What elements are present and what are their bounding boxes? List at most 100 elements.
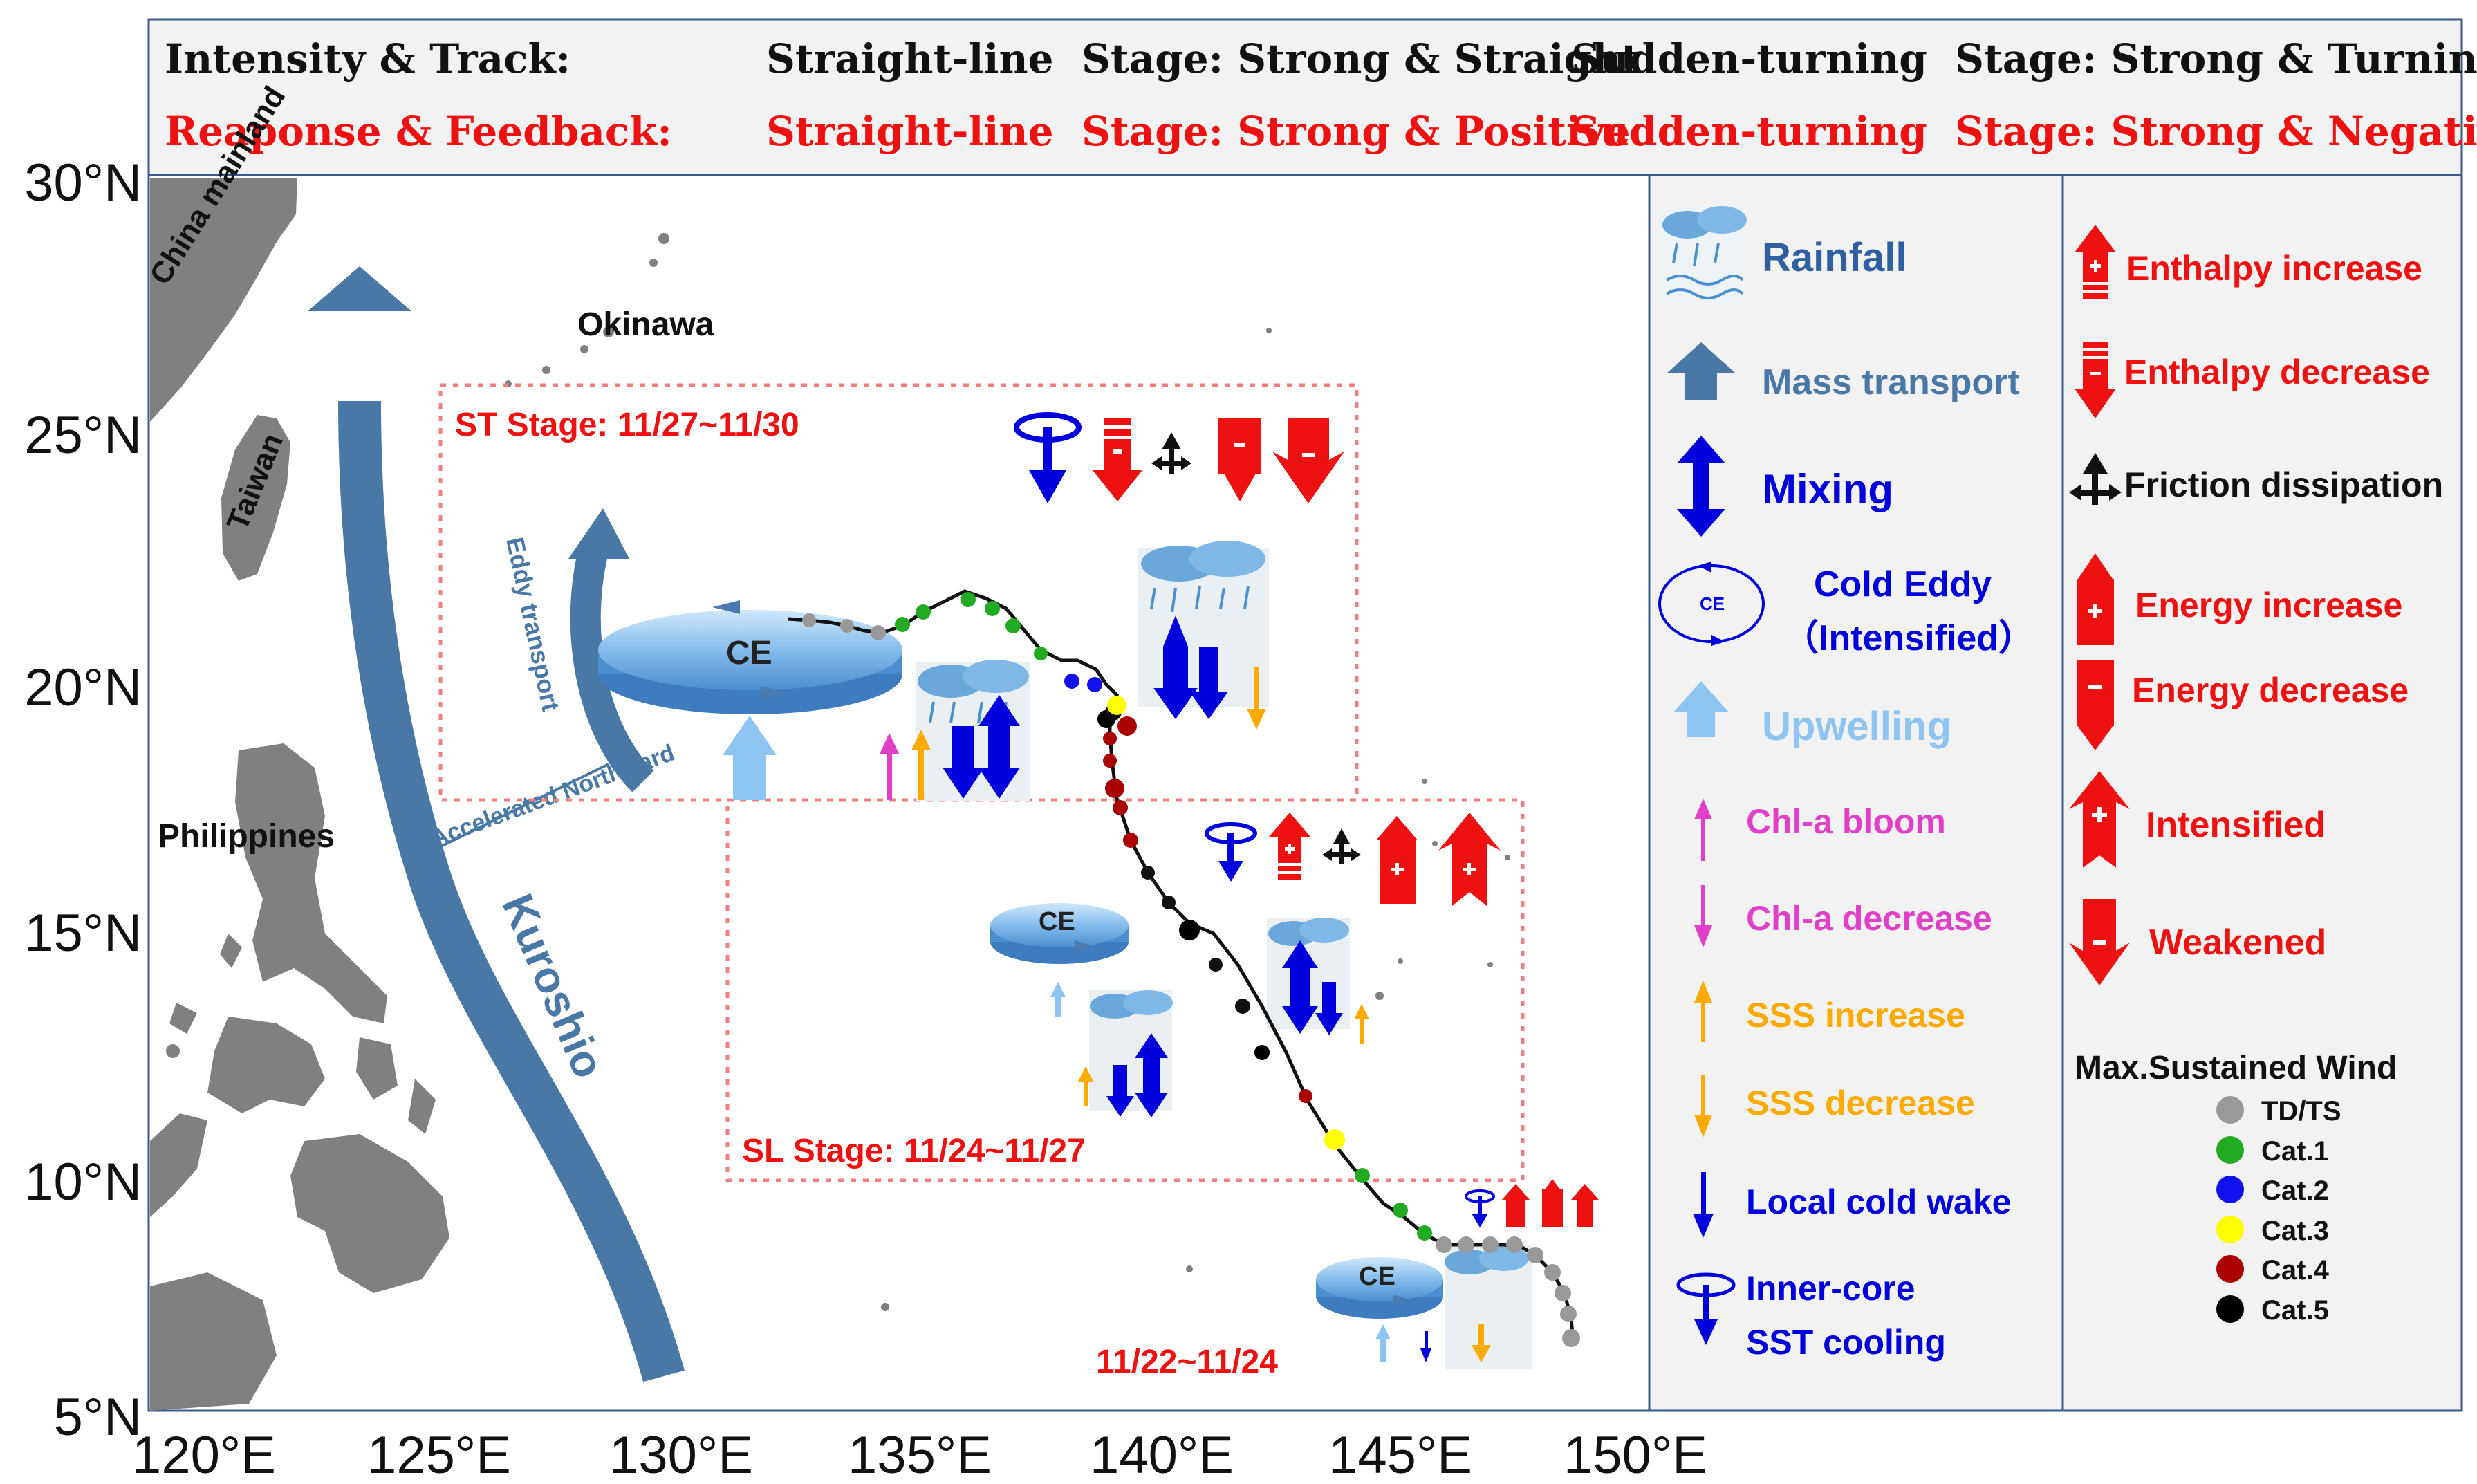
- y-tick-30: 30°N: [24, 154, 142, 212]
- legend-sss-increase-label: SSS increase: [1746, 996, 1965, 1035]
- wind-dot-cat4: [2216, 1255, 2244, 1283]
- x-tick-140: 140°E: [1090, 1426, 1234, 1484]
- wind-dot-tdts: [2216, 1096, 2244, 1124]
- header-row1-stage1: Straight-line Stage: Strong & Straight: [766, 35, 1640, 82]
- cold-wake-icon: [1693, 1172, 1714, 1238]
- energy-decrease-icon: [2077, 660, 2114, 750]
- header-row1-label: Intensity & Track:: [165, 35, 570, 82]
- header-row2-stage1: Straight-line Stage: Strong & Positive: [766, 108, 1631, 155]
- st-weakened-icon: [1272, 418, 1344, 503]
- china-mainland-land: [150, 178, 297, 422]
- visayas-land: [207, 1017, 325, 1113]
- x-tick-125: 125°E: [367, 1426, 511, 1484]
- x-tick-120: 120°E: [132, 1426, 276, 1484]
- legend-intensified-label: Intensified: [2146, 805, 2326, 845]
- philippines-label: Philippines: [158, 818, 335, 855]
- cold-eddy-small: [1316, 1257, 1443, 1319]
- legend-cold-eddy-label2: （Intensified）: [1783, 618, 2034, 658]
- cold-eddy-large-label: CE: [726, 635, 772, 671]
- legend-mixing-label: Mixing: [1762, 466, 1893, 512]
- enthalpy-increase-icon: [2075, 225, 2116, 299]
- wind-dot-cat5: [2216, 1295, 2244, 1323]
- cold-eddy-icon: CE: [1658, 562, 1765, 646]
- legend-left-panel: [1648, 174, 2064, 1412]
- legend-right-panel: [2061, 174, 2463, 1412]
- chl-bloom-icon: [1694, 799, 1712, 861]
- legend-energy-decrease-label: Energy decrease: [2132, 671, 2409, 709]
- sl-friction-icon: [1322, 828, 1361, 864]
- wind-dot-cat3: [2216, 1216, 2244, 1243]
- sss-increase-arrows-map: [911, 730, 1369, 1106]
- sl-enthalpy-increase-icon: [1269, 813, 1310, 880]
- sst-cooling-icon: [1676, 1272, 1736, 1345]
- y-tick-10: 10°N: [24, 1153, 142, 1212]
- track-points: [802, 592, 1580, 1347]
- st-energy-decrease-icon: [1218, 418, 1261, 501]
- wind-label-tdts: TD/TS: [2261, 1096, 2341, 1126]
- legend-weakened-label: Weakened: [2149, 922, 2326, 963]
- legend-sss-decrease-label: SSS decrease: [1746, 1084, 1975, 1122]
- sl-stage-box: [725, 798, 1525, 1182]
- st-stage-box: [438, 383, 1359, 802]
- x-tick-150: 150°E: [1564, 1426, 1707, 1484]
- land: [150, 178, 1510, 1411]
- kuroshio-current: [308, 266, 685, 1382]
- borneo-land: [150, 1272, 277, 1411]
- legend-sst-cooling-label: Inner-core: [1746, 1269, 1915, 1308]
- header-row2-label: Reaponse & Feedback:: [165, 108, 672, 155]
- st-sst-cooling-icon: [1014, 412, 1082, 503]
- upwelling-arrow-large: [723, 716, 777, 800]
- sss-decrease-icon: [1694, 1075, 1712, 1138]
- wind-label-cat4: Cat.4: [2261, 1255, 2330, 1286]
- legend-cold-eddy-label: Cold Eddy: [1814, 564, 1992, 604]
- x-tick-130: 130°E: [609, 1426, 753, 1484]
- legend-friction-label: Friction dissipation: [2124, 465, 2443, 504]
- y-tick-20: 20°N: [24, 658, 142, 717]
- sl-energy-increase-icon: [1376, 816, 1418, 904]
- st-friction-icon: [1151, 432, 1191, 474]
- sss-increase-icon: [1694, 981, 1712, 1042]
- y-axis-ticks: 30°N 25°N 20°N 15°N 10°N 5°N: [24, 154, 142, 1447]
- mixing-icon: [1677, 436, 1725, 537]
- legend-enthalpy-increase-label: Enthalpy increase: [2126, 249, 2422, 288]
- mixing-arrows-map: [943, 615, 1343, 1117]
- upwelling-arrow-small: [1375, 1324, 1391, 1362]
- early-stage-icons: [1465, 1179, 1599, 1227]
- upwelling-icon: [1673, 681, 1729, 737]
- wind-label-cat3: Cat.3: [2261, 1216, 2329, 1246]
- sl-stage-label: SL Stage: 11/24~11/27: [742, 1133, 1086, 1169]
- upwelling-arrow-mid: [1050, 982, 1066, 1017]
- legend-rainfall-label: Rainfall: [1762, 235, 1907, 280]
- chl-decrease-icon: [1694, 885, 1712, 947]
- rainfall-icon: [1660, 206, 1747, 304]
- x-tick-145: 145°E: [1328, 1426, 1472, 1484]
- legend-cold-wake-label: Local cold wake: [1746, 1182, 2011, 1221]
- wind-legend-items: TD/TS Cat.1 Cat.2 Cat.3 Cat.4 Cat.5: [2216, 1096, 2341, 1326]
- wind-label-cat5: Cat.5: [2261, 1295, 2329, 1326]
- x-axis-ticks: 120°E 125°E 130°E 135°E 140°E 145°E 150°…: [132, 1426, 1707, 1484]
- early-stage-label: 11/22~11/24: [1096, 1344, 1278, 1380]
- wind-label-cat1: Cat.1: [2261, 1136, 2329, 1167]
- luzon-land: [235, 743, 387, 1023]
- header-row1-stage2: Sudden-turning Stage: Strong & Turning: [1571, 35, 2477, 82]
- wind-label-cat2: Cat.2: [2261, 1176, 2329, 1206]
- st-stage-label: ST Stage: 11/27~11/30: [455, 407, 799, 443]
- legend-energy-increase-label: Energy increase: [2135, 586, 2402, 624]
- energy-increase-icon: [2077, 553, 2114, 645]
- eddy-transport-arrow: [568, 508, 654, 792]
- x-tick-135: 135°E: [848, 1426, 992, 1484]
- y-tick-15: 15°N: [24, 904, 142, 963]
- taiwan-land: [221, 415, 290, 581]
- sl-intensified-icon: [1438, 813, 1501, 906]
- legend-enthalpy-decrease-label: Enthalpy decrease: [2124, 353, 2430, 391]
- mindanao-land: [290, 1134, 449, 1293]
- st-enthalpy-decrease-icon: [1093, 418, 1142, 501]
- legend-chl-bloom-label: Chl-a bloom: [1746, 802, 1946, 841]
- friction-icon: [2069, 453, 2122, 505]
- legend-sst-cooling-label2: SST cooling: [1746, 1323, 1946, 1362]
- cold-eddy-large: [598, 600, 902, 714]
- enthalpy-decrease-icon: [2075, 342, 2116, 418]
- y-tick-5: 5°N: [53, 1388, 142, 1447]
- mass-transport-icon: [1667, 342, 1736, 400]
